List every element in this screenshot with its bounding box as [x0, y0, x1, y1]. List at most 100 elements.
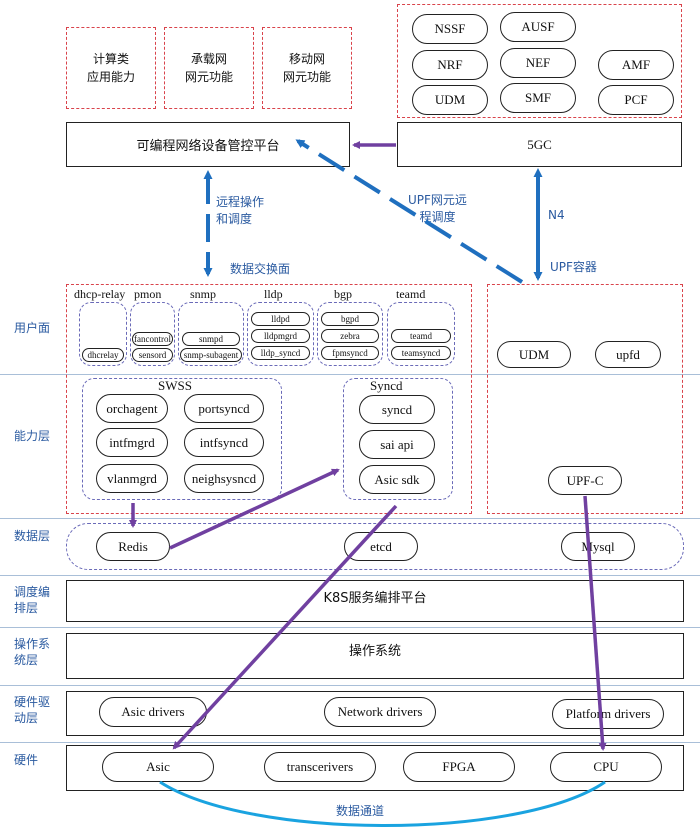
bgpd-item: bgpd: [321, 312, 379, 326]
container-dhcp-relay-title: dhcp-relay: [74, 287, 126, 301]
nf-nssf: NSSF: [412, 14, 488, 44]
snmpd-item: snmpd: [182, 332, 240, 346]
nf-amf: AMF: [598, 50, 674, 80]
lldpmgrd-item: lldpmgrd: [251, 329, 310, 343]
nf-nef: NEF: [500, 48, 576, 78]
mobile-nf-box: 移动网 网元功能: [262, 27, 352, 109]
layer-capability-label: 能力层: [14, 429, 51, 443]
layer-sched-line1: 调度编: [14, 585, 51, 599]
nf-pcf: PCF: [598, 85, 674, 115]
remote-ops-label: 远程操作 和调度: [216, 194, 264, 228]
swss-title: SWSS: [158, 378, 192, 393]
separator-sched-os: [0, 627, 700, 628]
upf-remote-label: UPF网元远 程调度: [408, 192, 467, 226]
container-snmp: [178, 302, 244, 366]
container-lldp: [247, 302, 314, 366]
snmp-subagent-item: snmp-subagent: [180, 348, 242, 362]
dhcrelay-item: dhcrelay: [82, 348, 124, 362]
layer-os-label: 操作系 统层: [14, 636, 50, 668]
swss-orchagent: orchagent: [96, 394, 168, 423]
k8s-label: K8S服务编排平台: [323, 591, 427, 606]
os-label: 操作系统: [348, 644, 401, 659]
container-teamd: [387, 302, 455, 366]
layer-hw-driver-line1: 硬件驱: [14, 695, 51, 709]
upf-remote-line1: UPF网元远: [408, 193, 467, 207]
upf-container-label: UPF容器: [550, 260, 597, 274]
compute-app-box: 计算类 应用能力: [66, 27, 156, 109]
container-dhcp-relay: [79, 302, 127, 366]
data-channel-label: 数据通道: [336, 804, 385, 818]
bearer-nf-box: 承载网 网元功能: [164, 27, 254, 109]
layer-user-label: 用户面: [14, 321, 51, 335]
hw-transcerivers: transcerivers: [264, 752, 376, 782]
hw-asic: Asic: [102, 752, 214, 782]
lldpd-item: lldpd: [251, 312, 310, 326]
layer-data-label: 数据层: [14, 529, 51, 543]
driver-platform: Platform drivers: [552, 699, 664, 729]
upf-remote-line2: 程调度: [419, 210, 456, 224]
container-bgp-title: bgp: [334, 287, 352, 301]
fpmsyncd-item: fpmsyncd: [321, 346, 379, 360]
syncd-asic-sdk: Asic sdk: [359, 465, 435, 494]
core-nf-box: [397, 4, 682, 118]
driver-asic: Asic drivers: [99, 697, 207, 727]
layer-os-line1: 操作系: [14, 637, 51, 651]
data-redis: Redis: [96, 532, 170, 561]
nf-udm: UDM: [412, 85, 488, 115]
remote-ops-line2: 和调度: [216, 212, 253, 226]
upf-upfd: upfd: [595, 341, 661, 368]
mobile-nf-line2: 网元功能: [282, 70, 331, 84]
layer-hw-driver-label: 硬件驱 动层: [14, 694, 50, 726]
separator-capability-data: [0, 518, 700, 519]
upf-udm: UDM: [497, 341, 571, 368]
sensord-item: sensord: [132, 348, 173, 362]
container-bgp: [317, 302, 383, 366]
fancontrol-item: fancontrol: [132, 332, 173, 346]
layer-hw-label: 硬件: [14, 753, 39, 767]
layer-hw-driver-line2: 动层: [14, 711, 39, 725]
swss-intfsyncd: intfsyncd: [184, 428, 264, 457]
swss-neighsysncd: neighsysncd: [184, 464, 264, 493]
hw-cpu: CPU: [550, 752, 662, 782]
n4-label: N4: [548, 208, 565, 222]
layer-os-line2: 统层: [14, 653, 39, 667]
data-exchange-label: 数据交换面: [230, 262, 291, 276]
lldp-syncd-item: lldp_syncd: [251, 346, 310, 360]
bearer-nf-line1: 承载网: [190, 52, 227, 66]
hw-fpga: FPGA: [403, 752, 515, 782]
syncd-container: [343, 378, 453, 500]
syncd-title: Syncd: [370, 378, 403, 393]
k8s-box: K8S服务编排平台: [66, 580, 684, 622]
os-box: 操作系统: [66, 633, 684, 679]
separator-data-sched: [0, 575, 700, 576]
upf-c: UPF-C: [548, 466, 622, 495]
swss-portsyncd: portsyncd: [184, 394, 264, 423]
nf-nrf: NRF: [412, 50, 488, 80]
container-pmon-title: pmon: [134, 287, 162, 301]
syncd-sai-api: sai api: [359, 430, 435, 459]
driver-network: Network drivers: [324, 697, 436, 727]
separator-user-capability: [0, 374, 700, 375]
layer-sched-label: 调度编 排层: [14, 584, 50, 616]
data-etcd: etcd: [344, 532, 418, 561]
remote-ops-line1: 远程操作: [216, 195, 265, 209]
swss-intfmgrd: intfmgrd: [96, 428, 168, 457]
separator-os-driver: [0, 685, 700, 686]
data-mysql: Mysql: [561, 532, 635, 561]
separator-driver-hw: [0, 742, 700, 743]
bearer-nf-line2: 网元功能: [184, 70, 233, 84]
container-pmon: [130, 302, 175, 366]
nf-ausf: AUSF: [500, 12, 576, 42]
mobile-nf-line1: 移动网: [288, 52, 325, 66]
zebra-item: zebra: [321, 329, 379, 343]
container-lldp-title: lldp: [264, 287, 283, 301]
compute-app-line2: 应用能力: [86, 70, 135, 84]
fivegc-box: 5GC: [397, 122, 682, 167]
compute-app-line1: 计算类: [92, 52, 129, 66]
swss-vlanmgrd: vlanmgrd: [96, 464, 168, 493]
container-teamd-title: teamd: [396, 287, 426, 301]
teamsyncd-item: teamsyncd: [391, 346, 451, 360]
syncd-syncd: syncd: [359, 395, 435, 424]
teamd-item: teamd: [391, 329, 451, 343]
layer-sched-line2: 排层: [14, 601, 39, 615]
